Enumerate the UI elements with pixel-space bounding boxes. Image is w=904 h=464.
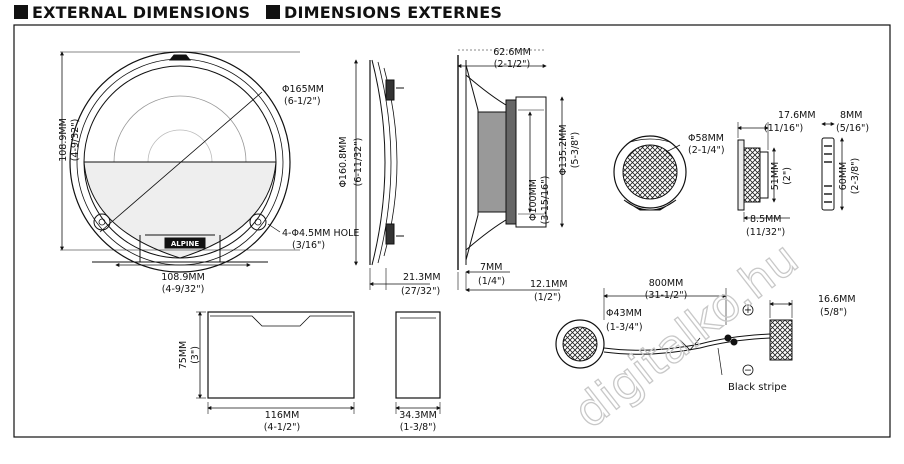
header-text-fr: DIMENSIONS EXTERNES [284, 2, 503, 22]
cup-height-label: 60MM [838, 162, 849, 190]
box-depth-inch-label: (1-3/8") [400, 422, 437, 433]
front-width-inch-label: (4-9/32") [162, 284, 205, 295]
mount-depth-inch-label: (1/2") [534, 292, 561, 303]
cone-diameter-label: Φ135.2MM [558, 124, 569, 175]
magnet-diameter-inch-label: (3-15/16") [540, 176, 551, 225]
cup-height-inch-label: (2-3/8") [850, 158, 861, 195]
cone-diameter-inch-label: (5-3/8") [570, 132, 581, 169]
tweeter-height-inch-label: (2") [782, 167, 793, 185]
front-diameter-inch-label: (6-1/2") [284, 96, 321, 107]
mount-hole-inch-label: (3/16") [292, 240, 325, 251]
alpine-logo-badge [164, 237, 206, 249]
cable-length-label: 800MM [649, 278, 684, 289]
drawing-frame [13, 24, 891, 438]
tweeter-diameter-inch-label: (2-1/4") [688, 145, 725, 156]
plus-terminal-icon [742, 304, 754, 316]
tweeter-depth-label: 17.6MM [778, 110, 816, 121]
flange-inch-label: (1/4") [478, 276, 505, 287]
side-diameter-label: Φ160.8MM [338, 136, 349, 187]
front-height-label: 108.9MM [58, 118, 69, 162]
front-diameter-label: Φ165MM [282, 84, 324, 95]
tweeter-base-inch-label: (11/32") [746, 227, 785, 238]
woofer-front-view [60, 51, 300, 273]
tweeter2-depth-label: 16.6MM [818, 294, 856, 305]
tweeter2-diameter-label: Φ43MM [606, 308, 642, 319]
black-stripe-label: Black stripe [728, 382, 787, 393]
crossover-box-front [196, 311, 355, 414]
side-diameter-inch-label: (6-11/32") [353, 138, 364, 187]
woofer-cross-section [457, 49, 547, 270]
alpine-logo-text: ALPINE [171, 240, 199, 248]
tweeter-height-label: 51MM [770, 162, 781, 190]
header-bullet [14, 5, 28, 19]
box-height-label: 75MM [178, 341, 189, 369]
mount-depth-label: 12.1MM [530, 279, 568, 290]
tweeter-mount-cup [821, 137, 835, 211]
tweeter-depth-inch-label: (11/16") [764, 123, 803, 134]
side-depth-label: 21.3MM [403, 272, 441, 283]
cup-width-label: 8MM [840, 110, 862, 121]
cup-width-inch-label: (5/16") [836, 123, 869, 134]
total-depth-label: 62.6MM [493, 47, 531, 58]
tweeter2-diameter-inch-label: (1-3/4") [606, 322, 643, 333]
minus-terminal-icon [742, 364, 754, 376]
flange-label: 7MM [480, 262, 502, 273]
box-height-inch-label: (3") [190, 346, 201, 364]
mount-hole-label: 4-Φ4.5MM HOLE [282, 228, 359, 239]
cable-length-inch-label: (31-1/2") [645, 290, 688, 301]
crossover-box-side [395, 311, 441, 414]
tweeter-with-cable [555, 319, 793, 376]
box-depth-label: 34.3MM [399, 410, 437, 421]
tweeter-base-label: 8.5MM [750, 214, 782, 225]
tweeter-diameter-label: Φ58MM [688, 133, 724, 144]
side-depth-inch-label: (27/32") [401, 286, 440, 297]
box-width-inch-label: (4-1/2") [264, 422, 301, 433]
box-width-label: 116MM [265, 410, 300, 421]
tweeter2-depth-inch-label: (5/8") [820, 307, 847, 318]
woofer-side-profile [369, 59, 404, 266]
front-width-label: 108.9MM [161, 272, 205, 283]
minus-terminal-label: − [744, 365, 752, 376]
tweeter-front-view [613, 135, 687, 211]
tweeter-side-view [737, 122, 769, 211]
header-external-dimensions: EXTERNAL DIMENSIONS [14, 2, 250, 22]
plus-terminal-label: + [744, 305, 752, 316]
magnet-diameter-label: Φ100MM [528, 179, 539, 221]
header-text-en: EXTERNAL DIMENSIONS [32, 2, 251, 22]
header-dimensions-externes: DIMENSIONS EXTERNES [266, 2, 502, 22]
front-height-inch-label: (4-9/32") [70, 119, 81, 162]
total-depth-inch-label: (2-1/2") [494, 59, 531, 70]
header-bullet [266, 5, 280, 19]
